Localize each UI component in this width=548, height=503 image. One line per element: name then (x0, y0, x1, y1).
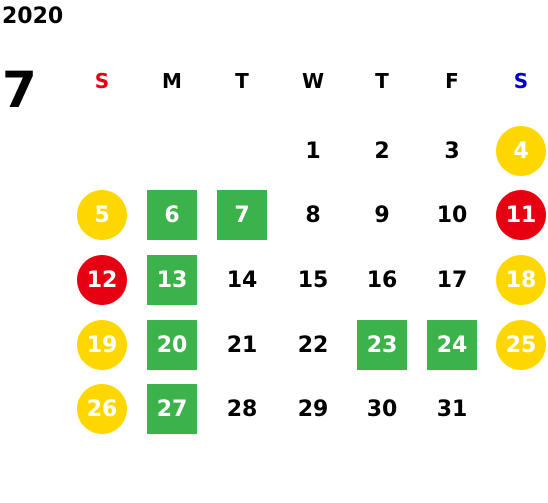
day-14[interactable]: 14 (226, 267, 258, 293)
year-label: 2020 (2, 4, 64, 29)
day-5[interactable]: 5 (77, 190, 127, 240)
day-30[interactable]: 30 (366, 396, 398, 422)
day-17[interactable]: 17 (436, 267, 468, 293)
day-7[interactable]: 7 (217, 190, 267, 240)
weekday-tue: T (235, 69, 249, 93)
day-26[interactable]: 26 (77, 384, 127, 434)
day-11[interactable]: 11 (496, 190, 546, 240)
day-16[interactable]: 16 (366, 267, 398, 293)
day-21[interactable]: 21 (226, 332, 258, 358)
weekday-sat: S (513, 69, 529, 93)
day-15[interactable]: 15 (297, 267, 329, 293)
day-18[interactable]: 18 (496, 255, 546, 305)
day-28[interactable]: 28 (226, 396, 258, 422)
month-number: 7 (2, 61, 37, 119)
day-24[interactable]: 24 (427, 320, 477, 370)
day-2[interactable]: 2 (374, 138, 390, 164)
day-22[interactable]: 22 (297, 332, 329, 358)
day-10[interactable]: 10 (436, 202, 468, 228)
day-12[interactable]: 12 (77, 255, 127, 305)
weekday-wed: W (301, 69, 325, 93)
day-3[interactable]: 3 (444, 138, 460, 164)
day-29[interactable]: 29 (297, 396, 329, 422)
day-8[interactable]: 8 (305, 202, 321, 228)
day-27[interactable]: 27 (147, 384, 197, 434)
day-4[interactable]: 4 (496, 126, 546, 176)
day-13[interactable]: 13 (147, 255, 197, 305)
day-20[interactable]: 20 (147, 320, 197, 370)
weekday-thu: T (375, 69, 389, 93)
weekday-sun: S (94, 69, 110, 93)
day-23[interactable]: 23 (357, 320, 407, 370)
day-31[interactable]: 31 (436, 396, 468, 422)
weekday-mon: M (162, 69, 182, 93)
weekday-fri: F (445, 69, 459, 93)
day-19[interactable]: 19 (77, 320, 127, 370)
day-1[interactable]: 1 (305, 138, 321, 164)
day-9[interactable]: 9 (374, 202, 390, 228)
day-25[interactable]: 25 (496, 320, 546, 370)
day-6[interactable]: 6 (147, 190, 197, 240)
